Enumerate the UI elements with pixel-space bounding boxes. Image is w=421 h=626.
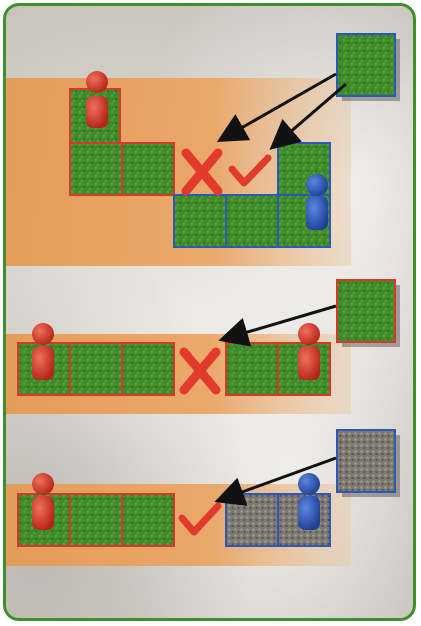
blue-pawn: [298, 473, 320, 530]
meadow-tile: [70, 494, 122, 546]
example-bottom: [6, 430, 400, 566]
meadow-tile: [70, 143, 122, 195]
held-rock-tile: [337, 430, 400, 497]
meadow-tile: [226, 343, 278, 395]
red-pawn: [32, 323, 54, 380]
meadow-tile: [122, 343, 174, 395]
held-meadow-tile: [337, 34, 400, 101]
example-top: [6, 34, 400, 266]
red-pawn: [298, 323, 320, 380]
blue-pawn: [306, 174, 328, 230]
rules-card: [3, 3, 416, 621]
red-pawn: [32, 473, 54, 530]
held-meadow-tile: [337, 280, 400, 347]
red-pawn: [86, 71, 108, 128]
example-middle: [6, 280, 400, 414]
meadow-tile: [122, 494, 174, 546]
meadow-tile: [122, 143, 174, 195]
rules-illustration: [6, 6, 416, 621]
meadow-tile: [174, 195, 226, 247]
meadow-tile: [70, 343, 122, 395]
meadow-tile: [226, 195, 278, 247]
rock-tile: [226, 494, 278, 546]
